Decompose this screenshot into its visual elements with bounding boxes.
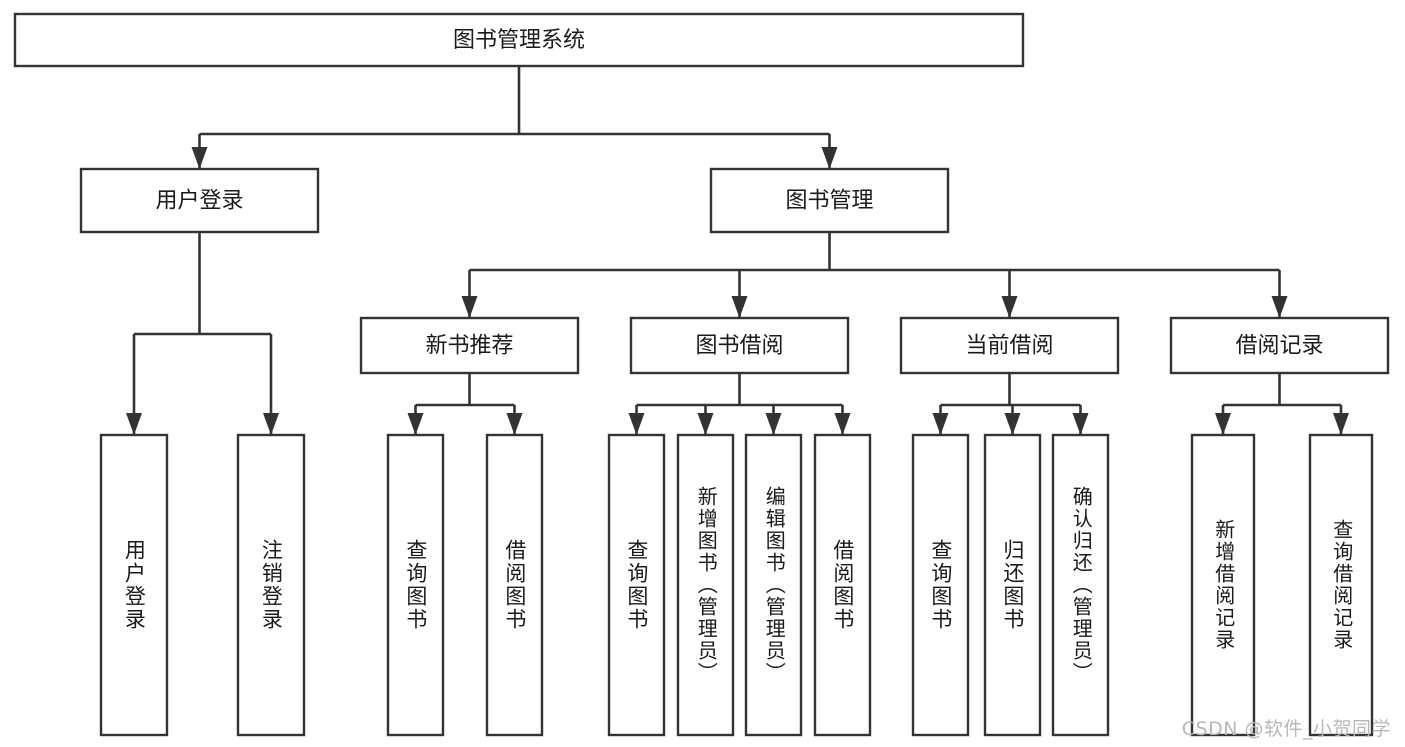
- node-label-user-login: 用户登录: [155, 189, 243, 214]
- conn-user-login-arrow-0: [126, 413, 142, 435]
- node-label-book-manage: 图书管理: [785, 189, 873, 214]
- conn-current-borrow-arrow-0: [932, 413, 949, 435]
- node-box-book-borrow[interactable]: [629, 316, 850, 375]
- conn-borrow-record-arrow-0: [1215, 413, 1231, 435]
- conn-root-arrow-1: [821, 147, 838, 169]
- node-box-leaf-add-borrow-record[interactable]: [1190, 433, 1256, 737]
- csdn-watermark: CSDN @软件_小贺同学: [1181, 718, 1391, 740]
- node-box-user-login[interactable]: [79, 167, 320, 234]
- node-box-leaf-user-login[interactable]: [99, 433, 169, 737]
- conn-new-book-recommend-arrow-0: [407, 413, 424, 435]
- node-label-book-borrow: 图书借阅: [695, 334, 783, 359]
- conn-book-manage-arrow-3: [1271, 296, 1288, 318]
- node-box-leaf-query-book-3[interactable]: [911, 433, 970, 737]
- node-box-leaf-return-book[interactable]: [983, 433, 1042, 737]
- conn-book-manage-arrow-1: [731, 296, 748, 318]
- conn-user-login-arrow-1: [263, 413, 279, 435]
- node-label-borrow-record: 借阅记录: [1235, 334, 1323, 359]
- conn-book-manage-arrow-2: [1001, 296, 1018, 318]
- conn-current-borrow-arrow-1: [1004, 413, 1021, 435]
- node-box-leaf-confirm-return-admin[interactable]: [1051, 433, 1110, 737]
- conn-root-arrow-0: [191, 147, 208, 169]
- conn-book-borrow-arrow-3: [834, 413, 851, 435]
- node-box-leaf-logout-login[interactable]: [236, 433, 306, 737]
- conn-book-manage-arrow-0: [461, 296, 478, 318]
- node-label-root: 图书管理系统: [453, 28, 585, 53]
- conn-borrow-record-arrow-1: [1333, 413, 1349, 435]
- node-label-new-book-recommend: 新书推荐: [425, 334, 513, 359]
- node-box-leaf-add-book-admin[interactable]: [676, 433, 735, 737]
- connector-layer: [126, 66, 1349, 435]
- node-box-root[interactable]: [13, 12, 1025, 68]
- conn-current-borrow-arrow-2: [1072, 413, 1089, 435]
- node-box-leaf-query-book-1[interactable]: [386, 433, 445, 737]
- node-box-borrow-record[interactable]: [1169, 316, 1390, 375]
- node-box-leaf-query-book-2[interactable]: [607, 433, 666, 737]
- conn-book-borrow-arrow-2: [765, 413, 782, 435]
- node-box-leaf-query-borrow-record[interactable]: [1308, 433, 1374, 737]
- node-box-new-book-recommend[interactable]: [359, 316, 580, 375]
- node-box-leaf-borrow-book-2[interactable]: [813, 433, 872, 737]
- node-box-leaf-edit-book-admin[interactable]: [744, 433, 803, 737]
- node-box-current-borrow[interactable]: [899, 316, 1120, 375]
- conn-book-borrow-arrow-0: [628, 413, 645, 435]
- node-box-book-manage[interactable]: [709, 167, 950, 234]
- node-box-leaf-borrow-book-1[interactable]: [485, 433, 544, 737]
- conn-book-borrow-arrow-1: [697, 413, 714, 435]
- conn-new-book-recommend-arrow-1: [506, 413, 523, 435]
- node-label-current-borrow: 当前借阅: [965, 334, 1053, 359]
